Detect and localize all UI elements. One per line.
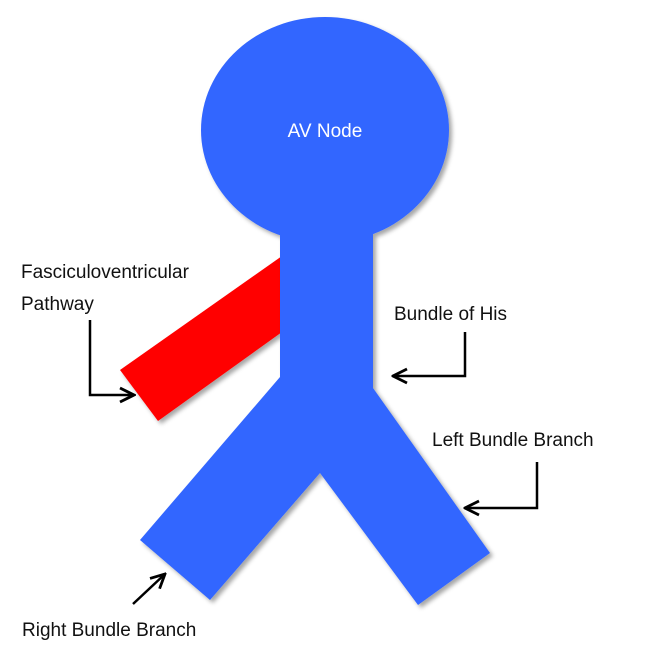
- fasciculoventricular-label-line2: Pathway: [21, 294, 94, 315]
- fasciculoventricular-pathway: [120, 256, 282, 421]
- right-bundle-branch-label: Right Bundle Branch: [22, 620, 196, 641]
- left-bundle-branch-label: Left Bundle Branch: [432, 430, 594, 451]
- bundle-of-his-label: Bundle of His: [394, 304, 507, 325]
- conduction-system: [140, 17, 490, 605]
- av-node-label: AV Node: [288, 121, 363, 142]
- left-bundle-branch-arrow-icon: [465, 462, 539, 508]
- bundle-of-his-arrow-icon: [393, 332, 467, 376]
- fasciculoventricular-label-line1: Fasciculoventricular: [21, 262, 190, 283]
- bundle-of-his-and-branches: [140, 225, 490, 605]
- right-bundle-branch-arrow-icon: [132, 574, 165, 605]
- fasciculoventricular-arrow-icon: [88, 320, 134, 395]
- av-node: [201, 17, 449, 243]
